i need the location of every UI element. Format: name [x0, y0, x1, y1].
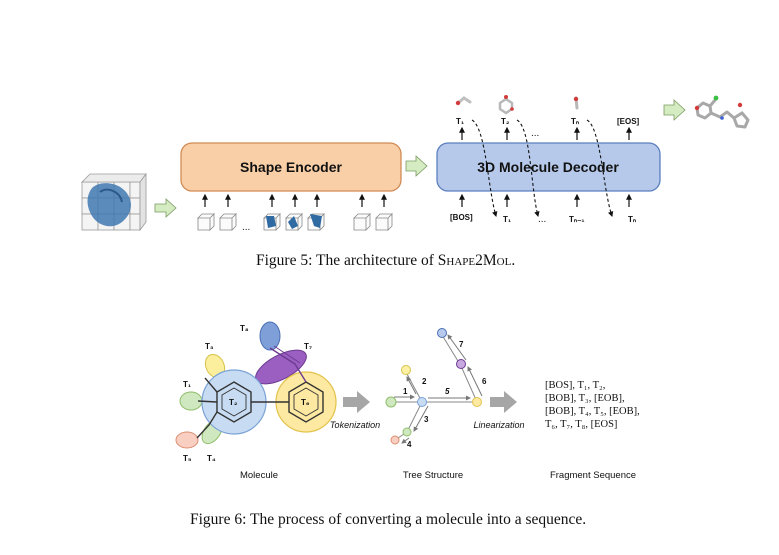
molecule-fragments	[175, 321, 337, 449]
sequence-line: [BOB], T₄, T₅, [EOB],	[545, 406, 640, 417]
output-token-t2: T₂	[501, 117, 510, 126]
sequence-line: [BOS], T₁, T₂,	[545, 380, 606, 391]
svg-text:5: 5	[445, 387, 450, 396]
fragment-model-icon	[498, 95, 514, 115]
sequence-line: T₆, T₇, T₈, [EOS]	[545, 419, 618, 430]
tokenization-label: Tokenization	[330, 420, 380, 430]
atom-cl	[713, 95, 719, 101]
fragment-model-icon	[455, 96, 472, 106]
decoder-output-arrows	[459, 126, 632, 140]
input-token-t1: T₁	[503, 215, 512, 224]
decoder-input-arrows	[459, 193, 632, 207]
output-ellipsis: ...	[531, 128, 539, 139]
shape-encoder-label: Shape Encoder	[240, 159, 342, 175]
encoder-input-arrows	[202, 193, 387, 207]
svg-text:T₄: T₄	[207, 454, 216, 463]
molecule-decoder-label: 3D Molecule Decoder	[477, 159, 619, 175]
svg-text:2: 2	[422, 377, 427, 386]
atom-o	[694, 105, 700, 111]
generated-molecule-icon	[695, 97, 750, 129]
sequence-line: [BOB], T₃, [EOB],	[545, 393, 625, 404]
figure6-diagram: T₈ T₇ T₃ T₁ T₂ T₆ T₅ T₄ Molecule Tokeniz…	[175, 321, 636, 481]
svg-text:3: 3	[424, 415, 429, 424]
svg-text:T₁: T₁	[183, 380, 192, 389]
tree-structure: 1 2 3 4 5 6 7	[385, 328, 487, 449]
fragment-sequence-label: Fragment Sequence	[550, 470, 636, 481]
fragment-model-icon	[573, 96, 579, 110]
output-token-tn: Tₙ	[571, 117, 579, 126]
svg-text:T₂: T₂	[229, 398, 238, 407]
figure6-caption: Figure 6: The process of converting a mo…	[190, 511, 587, 528]
output-token-t1: T₁	[456, 117, 465, 126]
svg-text:T₈: T₈	[240, 324, 249, 333]
autoregressive-feedback-arrows	[471, 119, 614, 218]
green-arrow-icon	[663, 99, 686, 121]
svg-text:T₅: T₅	[183, 454, 192, 463]
tree-structure-label: Tree Structure	[403, 470, 463, 481]
shape-patch-fill	[266, 214, 322, 229]
input-token-bos: [BOS]	[450, 213, 473, 222]
atom-o	[737, 102, 743, 108]
svg-text:7: 7	[459, 340, 464, 349]
shape-encoder-block	[180, 142, 402, 192]
input-ellipsis: ...	[538, 214, 546, 225]
figure5-caption: Figure 5: The architecture of Shape2Mol.	[256, 252, 516, 269]
svg-text:6: 6	[482, 377, 487, 386]
patch-ellipsis: ...	[242, 222, 250, 233]
svg-text:1: 1	[403, 387, 408, 396]
molecule-label: Molecule	[240, 470, 278, 481]
svg-text:T₆: T₆	[301, 398, 310, 407]
input-token-tn-minus-1: Tₙ₋₁	[569, 215, 585, 224]
fragment-labels: T₈ T₇ T₃ T₁ T₂ T₆ T₅ T₄	[183, 324, 312, 463]
green-arrow-icon	[405, 155, 428, 177]
svg-text:4: 4	[407, 440, 412, 449]
output-token-eos: [EOS]	[617, 117, 640, 126]
green-arrow-icon	[154, 198, 177, 218]
voxel-grid-icon	[81, 172, 147, 232]
linearization-label: Linearization	[473, 420, 524, 430]
molecule-skeleton	[196, 345, 324, 439]
gray-arrow-icon	[490, 391, 517, 413]
input-token-tn: Tₙ	[628, 215, 636, 224]
svg-text:T₇: T₇	[304, 342, 312, 351]
gray-arrow-icon	[343, 391, 370, 413]
fragment-sequence: [BOS], T₁, T₂, [BOB], T₃, [EOB], [BOB], …	[545, 379, 640, 431]
svg-text:T₃: T₃	[205, 342, 214, 351]
figure5-diagram: ... Shape Encoder 3D Molecule Decoder T₁	[81, 95, 750, 233]
atom-n	[720, 116, 724, 120]
